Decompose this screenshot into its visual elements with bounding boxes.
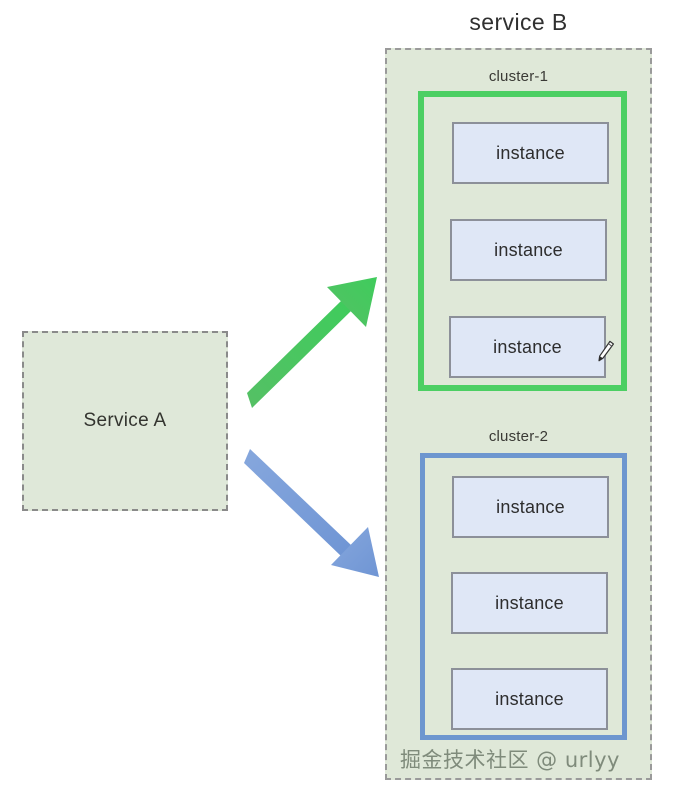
instance-box[interactable]: instance [450,219,607,281]
service-a-label: Service A [83,410,167,431]
watermark: 掘金技术社区 @ urlyy [400,748,620,772]
page-title: service B [469,9,568,35]
pencil-icon [598,340,615,362]
service-b-container[interactable]: cluster-1 instance instance instance clu… [385,48,652,780]
instance-box[interactable]: instance [452,476,609,538]
cluster-2-box[interactable]: instance instance instance [420,453,627,740]
instance-box[interactable]: instance [451,668,608,730]
cluster-1-label: cluster-1 [488,68,549,85]
instance-box[interactable]: instance [452,122,609,184]
arrow-to-cluster-1-icon [247,277,377,408]
service-a-box[interactable]: Service A [22,331,228,511]
instance-box[interactable]: instance [449,316,606,378]
instance-box[interactable]: instance [451,572,608,634]
cluster-1-box[interactable]: instance instance instance [418,91,627,391]
cluster-2-label: cluster-2 [488,428,549,445]
arrow-to-cluster-2-icon [244,449,379,577]
